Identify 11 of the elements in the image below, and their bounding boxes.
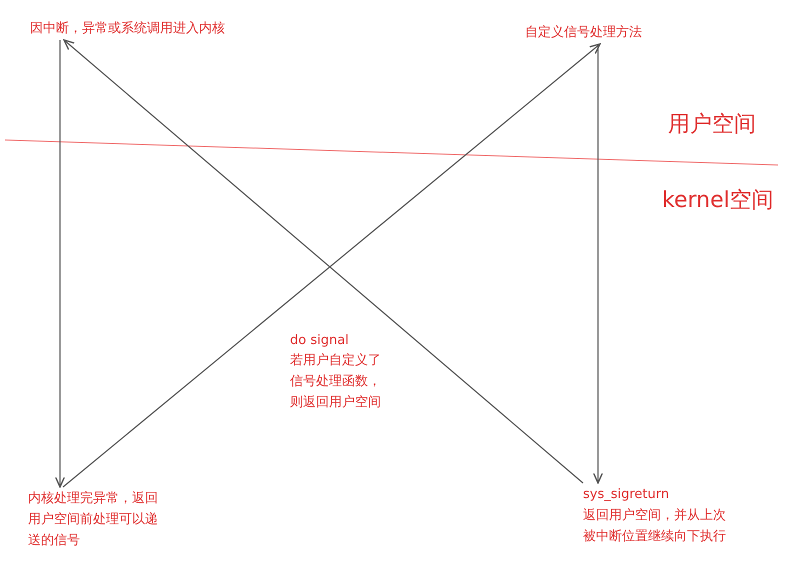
arrow <box>54 40 66 488</box>
note-text: 若用户自定义了信号处理函数，则返回用户空间 <box>290 352 382 412</box>
arrow <box>592 44 604 484</box>
note-text: 因中断，异常或系统调用进入内核 <box>30 18 240 39</box>
region-label: kernel空间 <box>662 187 774 215</box>
note-text: 自定义信号处理方法 <box>525 22 700 43</box>
function-name: do signal <box>290 332 350 350</box>
function-name: sys_sigreturn <box>583 486 670 504</box>
note-text: 返回用户空间，并从上次被中断位置继续向下执行 <box>583 507 727 546</box>
region-label: 用户空间 <box>668 111 756 139</box>
note-text: 内核处理完异常，返回用户空间前处理可以递送的信号 <box>28 488 168 551</box>
